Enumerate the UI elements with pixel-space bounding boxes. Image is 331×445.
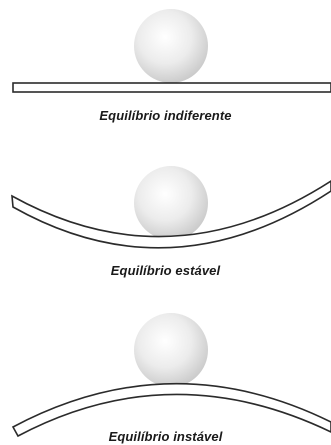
panel-instavel	[11, 313, 331, 438]
sphere-icon	[134, 9, 208, 83]
panel-estavel	[11, 166, 331, 249]
convex-plate-icon	[11, 382, 331, 438]
sphere-icon	[134, 313, 208, 387]
panel-indiferente	[12, 9, 331, 93]
flat-plate-icon	[12, 82, 331, 93]
caption-indiferente: Equilíbrio indiferente	[99, 108, 232, 123]
sphere-icon	[134, 166, 208, 240]
concave-plate-icon	[11, 180, 331, 249]
caption-instavel: Equilíbrio instável	[108, 429, 223, 444]
caption-estavel: Equilíbrio estável	[110, 263, 221, 278]
